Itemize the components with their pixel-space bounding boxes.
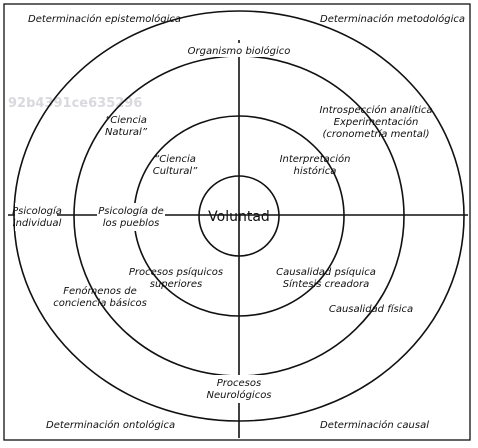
label-causalidad-psiquica-line1: Causalidad psíquica bbox=[276, 266, 376, 278]
center-circle bbox=[198, 175, 280, 257]
outer-border bbox=[3, 3, 471, 441]
label-psicologia-pueblos-line2: los pueblos bbox=[103, 218, 160, 229]
label-psicologia-pueblos-line1: Psicología de bbox=[98, 205, 163, 217]
label-ciencia-cultural-line2: Cultural” bbox=[153, 166, 198, 177]
corner-label-top-left: Determinación epistemológica bbox=[28, 13, 181, 25]
label-interpretacion-line2: histórica bbox=[294, 165, 337, 177]
label-procesos-superiores-line2: superiores bbox=[150, 279, 203, 290]
label-ciencia-cultural-line1: “Ciencia bbox=[154, 154, 196, 165]
label-causalidad-psiquica-line2: Síntesis creadora bbox=[283, 278, 370, 290]
label-causalidad-fisica: Causalidad física bbox=[329, 303, 413, 315]
label-cronometria-mental: (cronometría mental) bbox=[322, 128, 429, 140]
corner-label-top-right: Determinación metodológica bbox=[320, 13, 465, 25]
label-procesos-superiores-line1: Procesos psíquicos bbox=[129, 266, 223, 278]
label-interpretacion-line1: Interpretación bbox=[280, 153, 351, 165]
center-label-voluntad: Voluntad bbox=[208, 209, 270, 225]
label-fenomenos-line2: conciencia básicos bbox=[53, 297, 147, 309]
label-psicologia-individual-line2: Individual bbox=[13, 218, 62, 229]
label-procesos-neurologicos-line2: Neurológicos bbox=[206, 389, 271, 401]
label-procesos-neurologicos-line1: Procesos bbox=[217, 378, 261, 389]
label-organismo-biologico: Organismo biológico bbox=[188, 45, 291, 57]
corner-label-bottom-left: Determinación ontológica bbox=[46, 419, 175, 431]
watermark-text: 92b4391ce635296 bbox=[8, 96, 142, 111]
label-ciencia-natural-line1: “Ciencia bbox=[105, 115, 147, 126]
label-psicologia-individual-line1: Psicología bbox=[12, 205, 62, 217]
corner-label-bottom-right: Determinación causal bbox=[320, 419, 429, 431]
label-experimentacion: Experimentación bbox=[334, 116, 419, 128]
outer-circle bbox=[13, 10, 465, 422]
label-fenomenos-line1: Fenómenos de bbox=[63, 285, 137, 297]
label-ciencia-natural-line2: Natural” bbox=[105, 127, 148, 138]
label-introspeccion-analitica: Introspección analítica bbox=[319, 104, 432, 116]
